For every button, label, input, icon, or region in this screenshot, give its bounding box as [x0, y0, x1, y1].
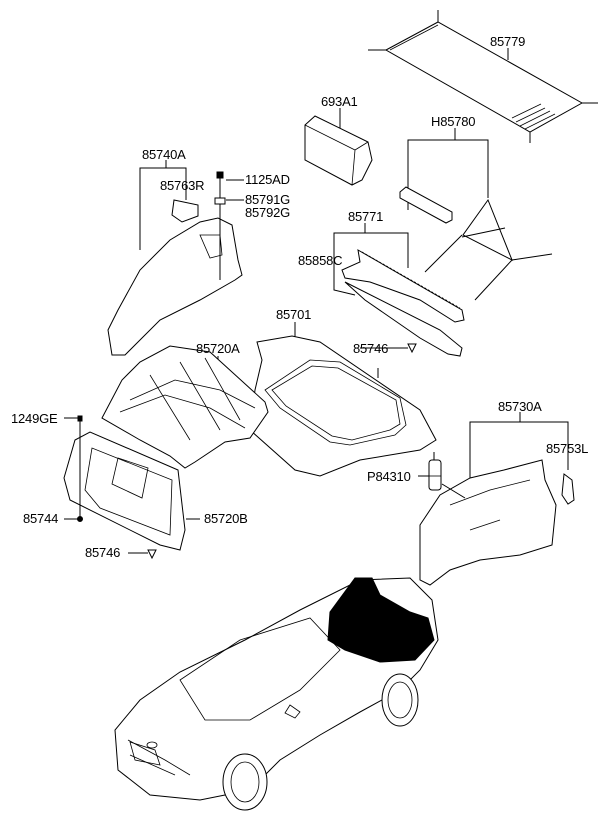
- left-side-trim-part[interactable]: [107, 160, 244, 356]
- part-label-85720A[interactable]: 85720A: [196, 341, 240, 356]
- part-label-85746-lower[interactable]: 85746: [85, 545, 121, 560]
- part-label-85763R[interactable]: 85763R: [160, 178, 205, 193]
- part-label-693A1[interactable]: 693A1: [321, 94, 358, 109]
- right-side-trim-part[interactable]: [419, 412, 575, 586]
- first-aid-box-part[interactable]: [304, 108, 373, 186]
- part-label-1249GE[interactable]: 1249GE: [11, 411, 58, 426]
- part-label-85701[interactable]: 85701: [276, 307, 312, 322]
- part-label-85791G[interactable]: 85791G: [245, 192, 291, 207]
- part-label-85753L[interactable]: 85753L: [546, 441, 589, 456]
- part-label-85746-upper[interactable]: 85746: [353, 341, 389, 356]
- floor-box-part[interactable]: [101, 345, 269, 469]
- part-label-1125AD[interactable]: 1125AD: [245, 172, 290, 187]
- part-label-85730A[interactable]: 85730A: [498, 399, 542, 414]
- part-label-85779[interactable]: 85779: [490, 34, 526, 49]
- rear-transverse-trim-part[interactable]: [333, 223, 465, 357]
- partition-board-part[interactable]: [63, 415, 200, 560]
- part-label-85858C[interactable]: 85858C: [298, 253, 343, 268]
- luggage-floor-covering-part[interactable]: [249, 322, 437, 477]
- vehicle-illustration: [114, 577, 439, 811]
- part-label-85740A[interactable]: 85740A: [142, 147, 186, 162]
- tire-repair-canister-part[interactable]: [418, 452, 466, 499]
- part-label-H85780[interactable]: H85780: [431, 114, 476, 129]
- part-label-85744[interactable]: 85744: [23, 511, 59, 526]
- part-label-P84310[interactable]: P84310: [367, 469, 411, 484]
- part-label-85771[interactable]: 85771: [348, 209, 384, 224]
- cargo-net-part[interactable]: [368, 10, 598, 143]
- warning-triangle-part[interactable]: [399, 128, 553, 301]
- part-label-85792G[interactable]: 85792G: [245, 205, 291, 220]
- part-label-85720B[interactable]: 85720B: [204, 511, 248, 526]
